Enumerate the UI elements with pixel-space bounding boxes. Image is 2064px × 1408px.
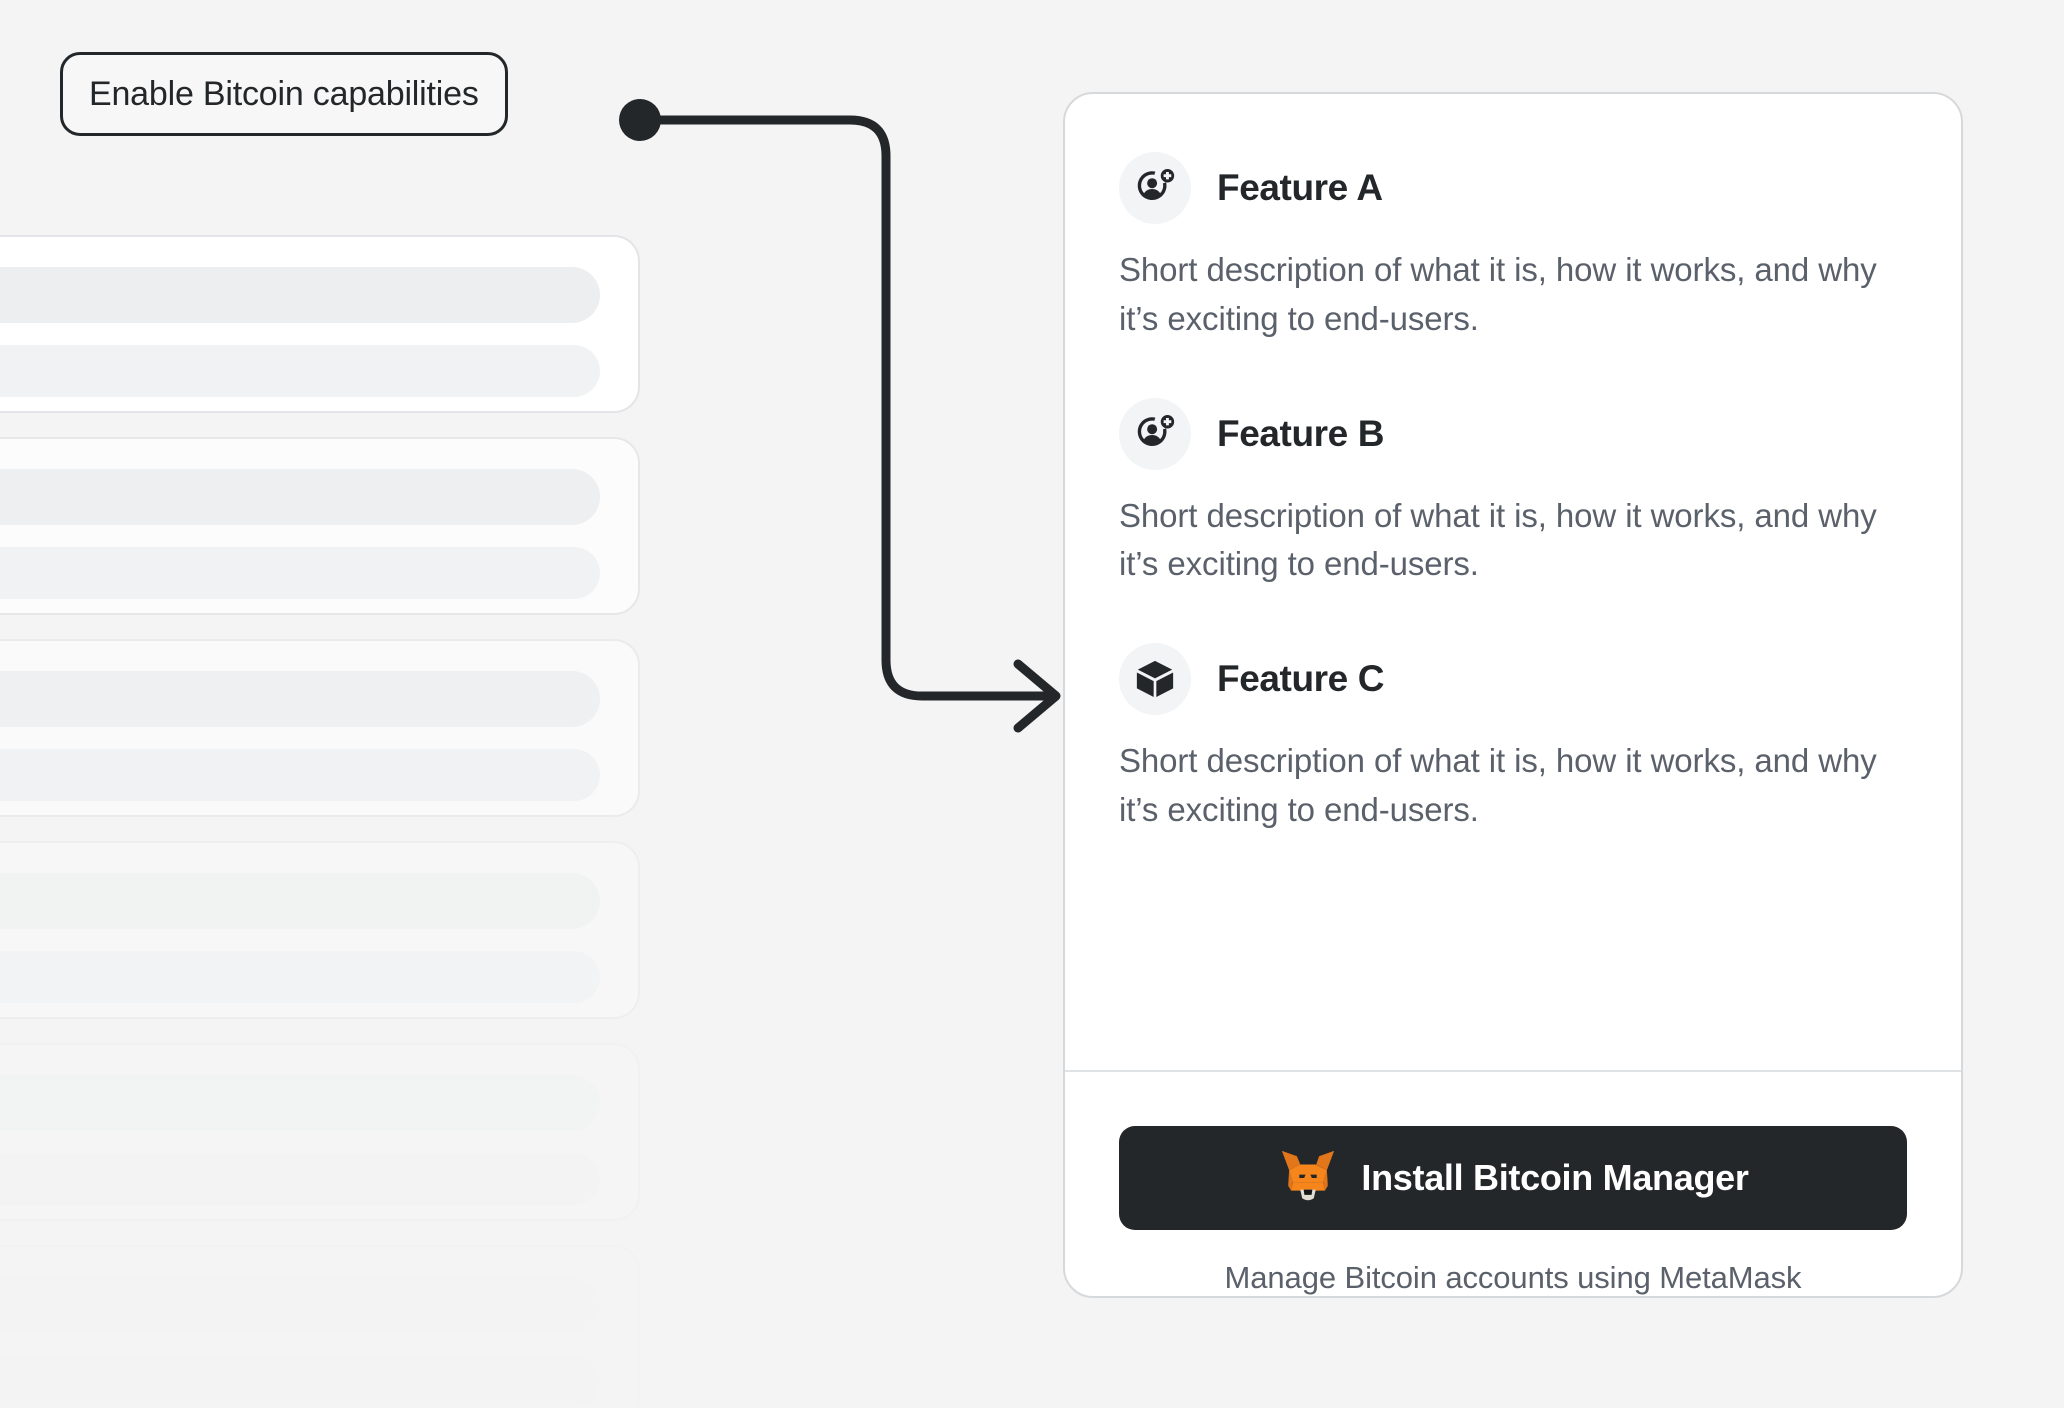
card-divider — [1065, 1070, 1961, 1072]
skeleton-bar — [0, 345, 600, 397]
feature-list: Feature A Short description of what it i… — [1065, 94, 1961, 875]
feature-description: Short description of what it is, how it … — [1119, 742, 1877, 829]
skeleton-bar — [0, 749, 600, 801]
feature-title: Feature B — [1217, 412, 1385, 454]
feature-header: Feature B — [1119, 397, 1907, 470]
skeleton-bar — [0, 671, 600, 727]
arrow-right-icon — [1013, 659, 1061, 733]
skeleton-bar — [0, 1075, 600, 1131]
skeleton-bar — [0, 469, 600, 525]
skeleton-bar — [0, 873, 600, 929]
feature-item-c: Feature C Short description of what it i… — [1119, 643, 1907, 835]
metamask-fox-icon — [1282, 1150, 1335, 1201]
card-footer: Install Bitcoin Manager Manage Bitcoin a… — [1065, 1072, 1961, 1296]
callout-label-pill[interactable]: Enable Bitcoin capabilities — [60, 52, 508, 136]
skeleton-card — [0, 437, 640, 615]
skeleton-bar — [0, 547, 600, 599]
skeleton-card — [0, 1043, 640, 1221]
install-button-label: Install Bitcoin Manager — [1361, 1157, 1749, 1198]
feature-description: Short description of what it is, how it … — [1119, 496, 1877, 583]
connector-path — [635, 115, 1055, 701]
skeleton-bar — [0, 1355, 600, 1407]
bitcoin-capabilities-card: Feature A Short description of what it i… — [1063, 92, 1963, 1298]
feature-description: Short description of what it is, how it … — [1119, 251, 1877, 337]
skeleton-bar — [0, 1153, 600, 1205]
connector-dot — [619, 99, 661, 141]
skeleton-card — [0, 841, 640, 1019]
skeleton-card — [0, 235, 640, 413]
feature-item-a: Feature A Short description of what it i… — [1119, 152, 1907, 344]
callout-label-text: Enable Bitcoin capabilities — [89, 74, 479, 113]
skeleton-bar — [0, 951, 600, 1003]
skeleton-card — [0, 639, 640, 817]
feature-item-b: Feature B Short description of what it i… — [1119, 397, 1907, 590]
add-account-icon — [1119, 397, 1191, 470]
skeleton-bar — [0, 267, 600, 323]
install-bitcoin-manager-button[interactable]: Install Bitcoin Manager — [1119, 1126, 1907, 1230]
footer-caption: Manage Bitcoin accounts using MetaMask — [1224, 1260, 1802, 1295]
skeleton-placeholder-list — [0, 235, 640, 1408]
add-account-icon — [1119, 152, 1191, 224]
skeleton-card — [0, 1245, 640, 1408]
feature-header: Feature C — [1119, 643, 1907, 716]
feature-title: Feature A — [1217, 167, 1383, 208]
feature-title: Feature C — [1217, 658, 1385, 700]
feature-header: Feature A — [1119, 152, 1907, 224]
cube-icon — [1119, 643, 1191, 716]
skeleton-bar — [0, 1277, 600, 1333]
